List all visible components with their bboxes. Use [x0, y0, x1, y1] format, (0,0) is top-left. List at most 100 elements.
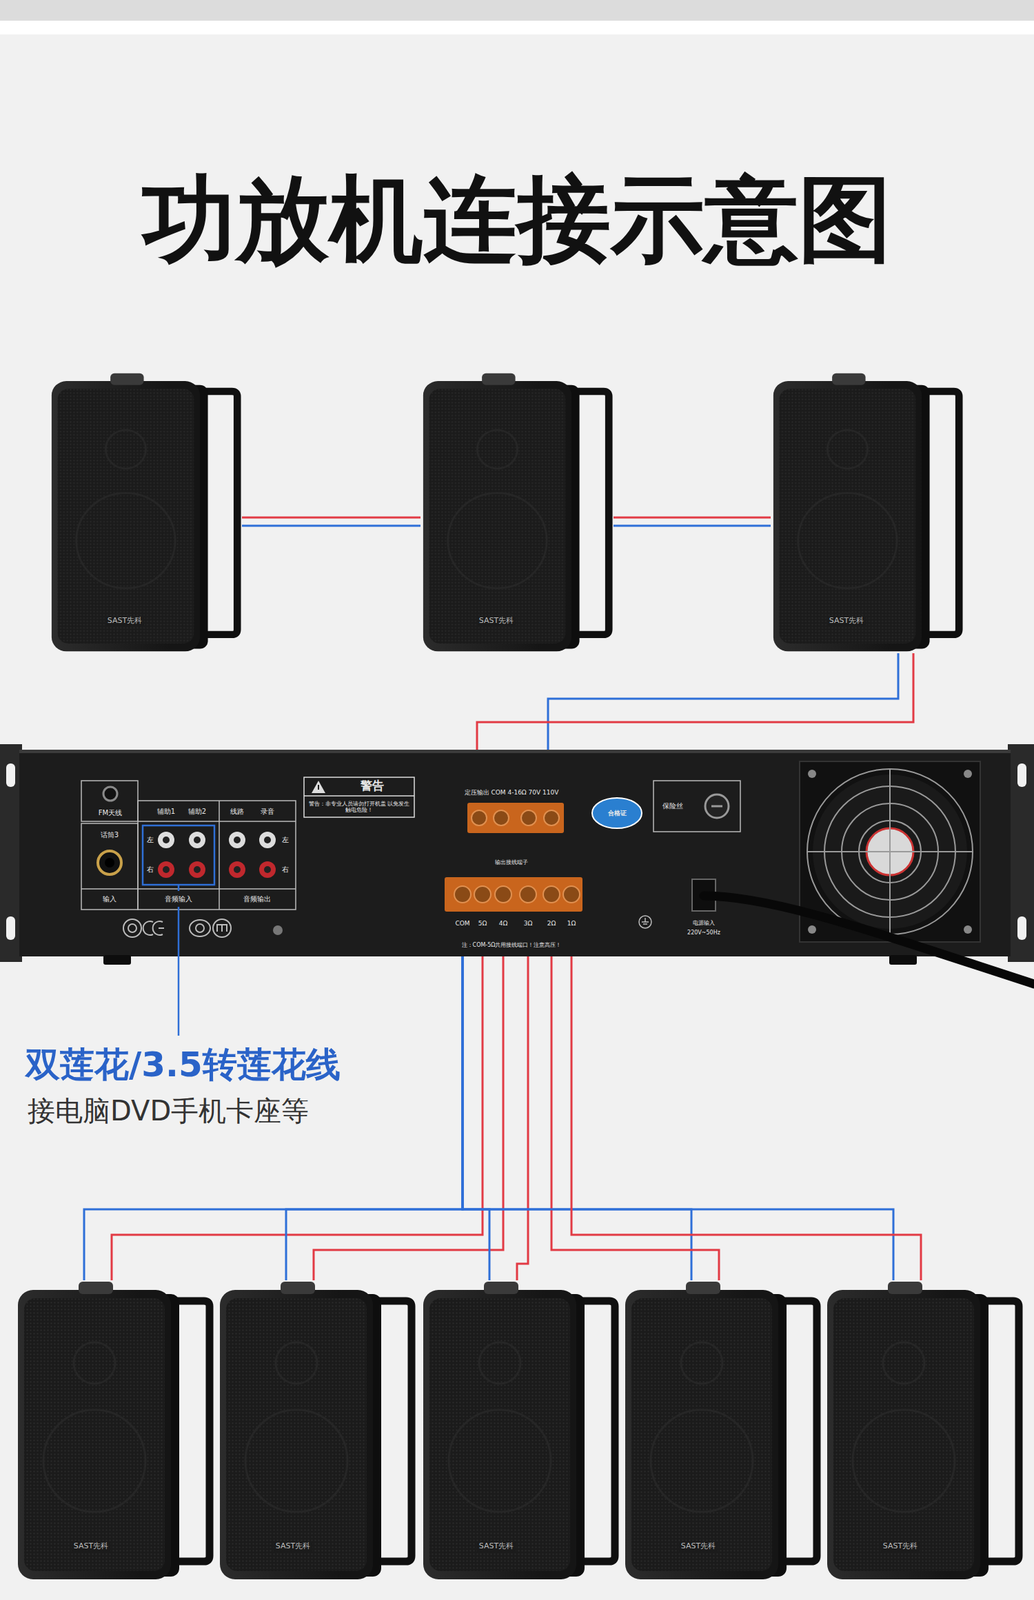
panel-label: 警告：非专业人员请勿打开机盖 以免发生触电危险！ — [307, 801, 411, 814]
mic-jack — [97, 851, 122, 875]
panel-label: 输入 — [102, 895, 117, 904]
terminal-screw — [471, 810, 487, 826]
terminal-screw — [519, 886, 537, 904]
brand-label: SAST先科 — [827, 616, 866, 627]
speaker-box: SAST先科 — [420, 1280, 620, 1583]
panel-label: 1Ω — [567, 920, 577, 928]
screw — [807, 925, 817, 935]
panel-label: 4Ω — [499, 920, 509, 928]
rack-hole — [6, 763, 16, 788]
panel-label: 左 — [281, 836, 289, 845]
panel-label: 电源输入 — [692, 920, 715, 927]
power-cable — [703, 896, 1034, 985]
foot — [103, 955, 131, 966]
speaker-box: SAST先科 — [15, 1280, 215, 1583]
frame-divider — [218, 801, 220, 910]
speaker-wire — [477, 653, 914, 750]
panel-label: 录音 — [260, 807, 275, 817]
panel-label: 左 — [146, 836, 154, 845]
speaker-wire — [286, 956, 504, 1281]
cable-note: 双莲花/3.5转莲花线 — [25, 1046, 341, 1085]
source-note: 接电脑DVD手机卡座等 — [27, 1096, 309, 1127]
speaker-box: SAST先科 — [622, 1280, 822, 1583]
rack-ear — [1007, 744, 1034, 963]
rca-pin — [264, 836, 271, 844]
brand-label: SAST先科 — [273, 1542, 313, 1553]
panel-label: 辅助2 — [188, 807, 207, 817]
rca-jack-white — [157, 832, 175, 849]
speaker-figure — [17, 1282, 210, 1580]
rack-ear — [0, 744, 23, 963]
frame-divider — [81, 888, 296, 890]
audio-frame — [137, 801, 296, 910]
speaker-box: SAST先科 — [824, 1280, 1024, 1583]
warning-triangle — [311, 781, 326, 794]
terminal-screw — [494, 886, 512, 904]
blue-wire — [241, 525, 421, 528]
rca-pin — [264, 866, 271, 874]
frame-divider — [137, 820, 296, 823]
panel-label: 合格证 — [607, 809, 627, 817]
top-rail — [19, 749, 1011, 754]
panel-label: 注：COM-5Ω共用接线端口！注意高压！ — [461, 942, 562, 949]
fuse-holder — [705, 794, 729, 819]
cert-logo — [128, 924, 137, 933]
speaker-wire — [462, 956, 719, 1281]
panel-label: 话筒3 — [100, 831, 119, 840]
panel-label: 右 — [281, 865, 289, 875]
terminal-screw — [454, 886, 471, 904]
blue-wire — [613, 525, 771, 528]
rca-jack-white — [259, 832, 276, 849]
rca-jack-red — [228, 861, 246, 879]
speaker-figure — [827, 1282, 1019, 1580]
warning-divider — [303, 795, 415, 797]
screw — [807, 769, 817, 779]
cert-logo — [143, 921, 165, 936]
red-wire — [551, 956, 719, 1281]
fm-jack — [103, 787, 118, 802]
speaker-figure — [625, 1282, 817, 1580]
panel-label: 右 — [146, 865, 154, 875]
mic-jack-hole — [104, 858, 115, 868]
rca-pin — [233, 866, 241, 874]
terminal-block — [444, 877, 583, 912]
screw — [963, 769, 972, 779]
highlight-box — [142, 825, 215, 886]
ground-symbol — [641, 918, 649, 925]
terminal-screw — [474, 886, 491, 904]
panel-label: COM — [454, 920, 470, 928]
speaker-figure — [423, 1282, 615, 1580]
rca-pin — [233, 836, 241, 844]
cert-logo — [195, 924, 205, 933]
blue-wire — [548, 653, 899, 750]
rca-pin — [162, 866, 170, 874]
speaker-wire — [613, 517, 771, 526]
terminal-screw — [543, 886, 560, 904]
fan-guard — [889, 769, 891, 935]
brand-label: SAST先科 — [477, 616, 516, 627]
rca-pin — [193, 836, 201, 844]
rca-jack-white — [228, 832, 246, 849]
cert-logo — [217, 925, 227, 932]
ground-symbol — [639, 916, 652, 929]
diagram-title: 功放机连接示意图 — [0, 172, 1034, 267]
rack-hole — [6, 916, 16, 941]
rack-hole — [1017, 916, 1027, 941]
red-wire — [241, 517, 421, 520]
speaker-box: SAST先科 — [217, 1280, 417, 1583]
brand-label: SAST先科 — [880, 1542, 920, 1553]
speaker-box: SAST先科 — [48, 372, 242, 654]
cert-logo — [213, 919, 231, 938]
foot — [889, 955, 917, 966]
warning-frame — [303, 777, 415, 818]
red-wire — [313, 956, 504, 1281]
red-wire — [477, 653, 914, 750]
rca-jack-red — [188, 861, 206, 879]
terminal-screw — [493, 810, 509, 826]
mic-frame — [81, 823, 138, 910]
brand-label: SAST先科 — [477, 1542, 516, 1553]
top-band — [0, 0, 1034, 21]
fm-frame — [81, 781, 138, 822]
rca-jack-white — [188, 832, 206, 849]
